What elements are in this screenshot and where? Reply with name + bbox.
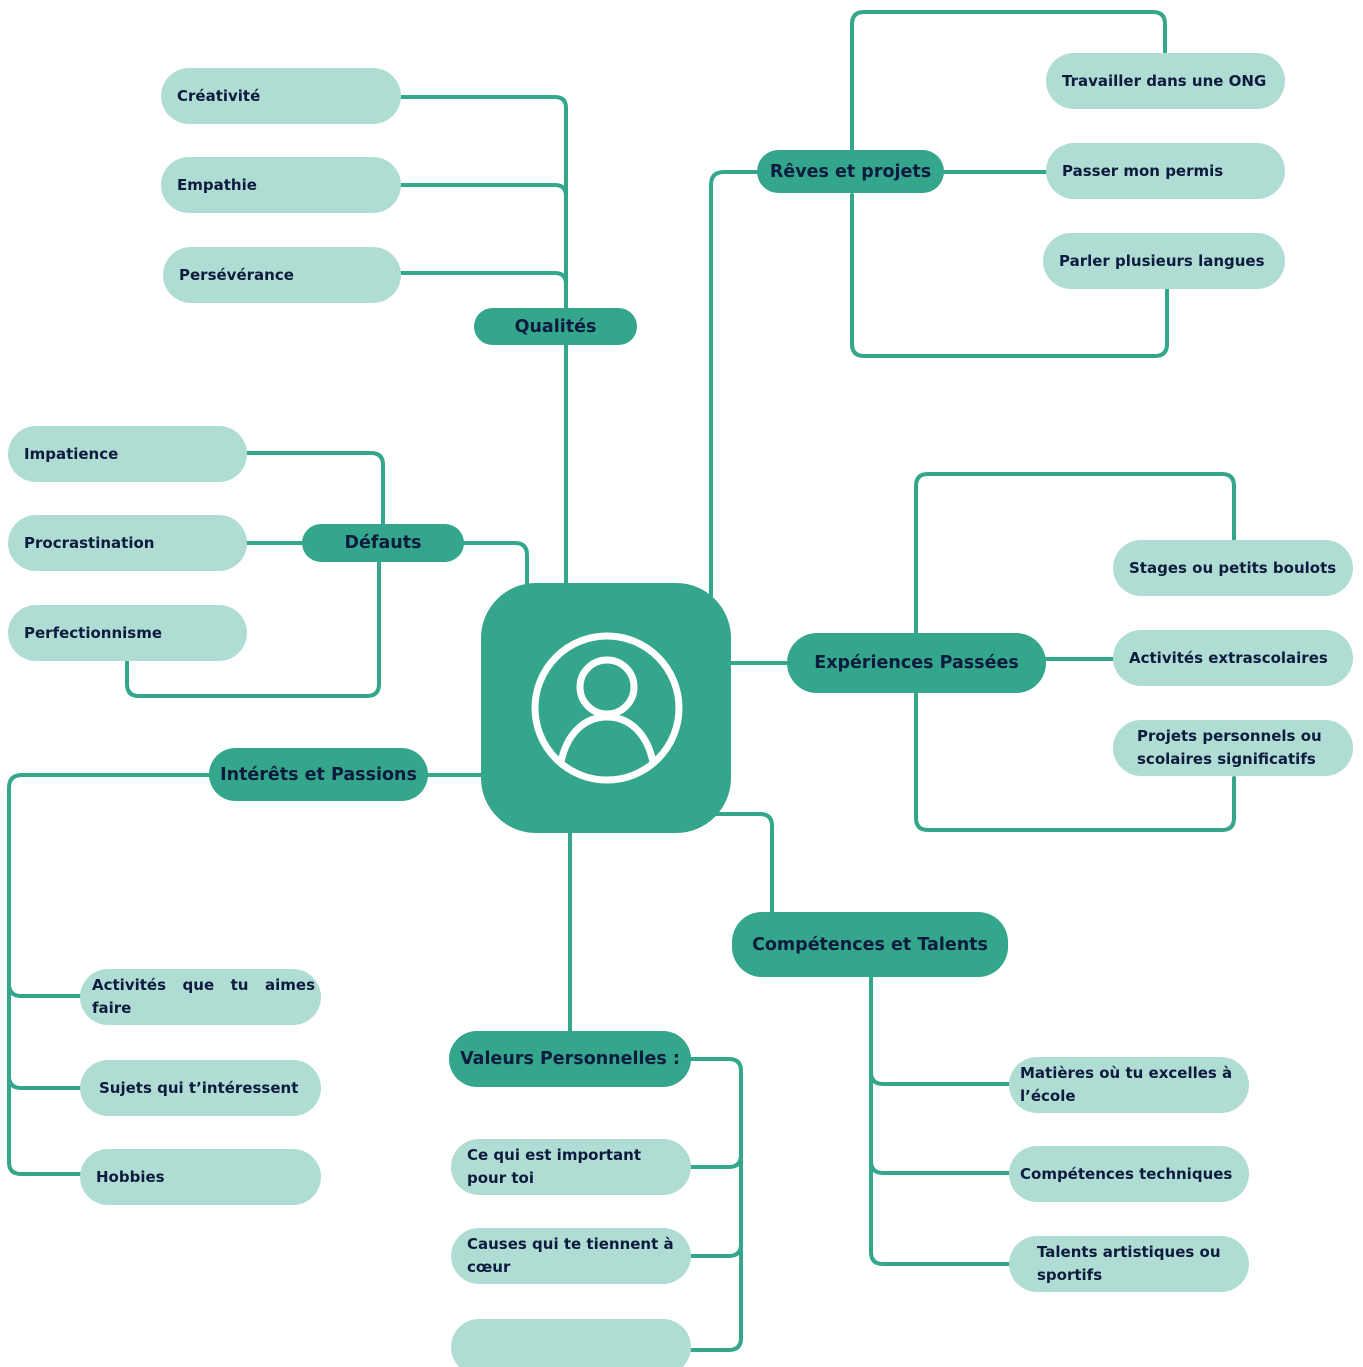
branch-experiences[interactable]: Expériences Passées bbox=[787, 633, 1046, 693]
leaf-sujets[interactable]: Sujets qui t’intéressent bbox=[80, 1060, 321, 1116]
leaf-langues[interactable]: Parler plusieurs langues bbox=[1043, 233, 1285, 289]
leaf-activites-text: Activités que tu aimes faire bbox=[92, 976, 315, 1017]
leaf-perfectionnisme[interactable]: Perfectionnisme bbox=[8, 605, 247, 661]
branch-competences[interactable]: Compétences et Talents bbox=[732, 912, 1008, 977]
leaf-ong[interactable]: Travailler dans une ONG bbox=[1046, 53, 1285, 109]
leaf-important[interactable]: Ce qui est important pour toi bbox=[451, 1139, 691, 1195]
leaf-empathie[interactable]: Empathie bbox=[161, 157, 401, 213]
user-profile-icon bbox=[531, 632, 683, 784]
leaf-stages[interactable]: Stages ou petits boulots bbox=[1113, 540, 1353, 596]
leaf-matieres[interactable]: Matières où tu excelles à l’école bbox=[1009, 1057, 1249, 1113]
branch-reves-projets[interactable]: Rêves et projets bbox=[757, 150, 944, 193]
leaf-hobbies[interactable]: Hobbies bbox=[80, 1149, 321, 1205]
leaf-permis[interactable]: Passer mon permis bbox=[1046, 143, 1285, 199]
branch-defauts[interactable]: Défauts bbox=[302, 524, 464, 562]
branch-qualites[interactable]: Qualités bbox=[474, 308, 637, 345]
leaf-techniques[interactable]: Compétences techniques bbox=[1009, 1146, 1249, 1202]
leaf-causes[interactable]: Causes qui te tiennent à cœur bbox=[451, 1228, 691, 1284]
leaf-procrastination[interactable]: Procrastination bbox=[8, 515, 247, 571]
leaf-creativite[interactable]: Créativité bbox=[161, 68, 401, 124]
center-profile-node bbox=[481, 583, 731, 833]
leaf-projets[interactable]: Projets personnels ou scolaires signific… bbox=[1113, 720, 1353, 776]
leaf-talents[interactable]: Talents artistiques ou sportifs bbox=[1009, 1236, 1249, 1292]
branch-valeurs[interactable]: Valeurs Personnelles : bbox=[449, 1031, 691, 1087]
leaf-perseverance[interactable]: Persévérance bbox=[163, 247, 401, 303]
leaf-impatience[interactable]: Impatience bbox=[8, 426, 247, 482]
leaf-extrascolaires[interactable]: Activités extrascolaires bbox=[1113, 630, 1353, 686]
leaf-empty[interactable] bbox=[451, 1319, 691, 1367]
leaf-activites[interactable]: Activités que tu aimes faire bbox=[80, 969, 321, 1025]
branch-interets[interactable]: Intérêts et Passions bbox=[209, 748, 428, 801]
